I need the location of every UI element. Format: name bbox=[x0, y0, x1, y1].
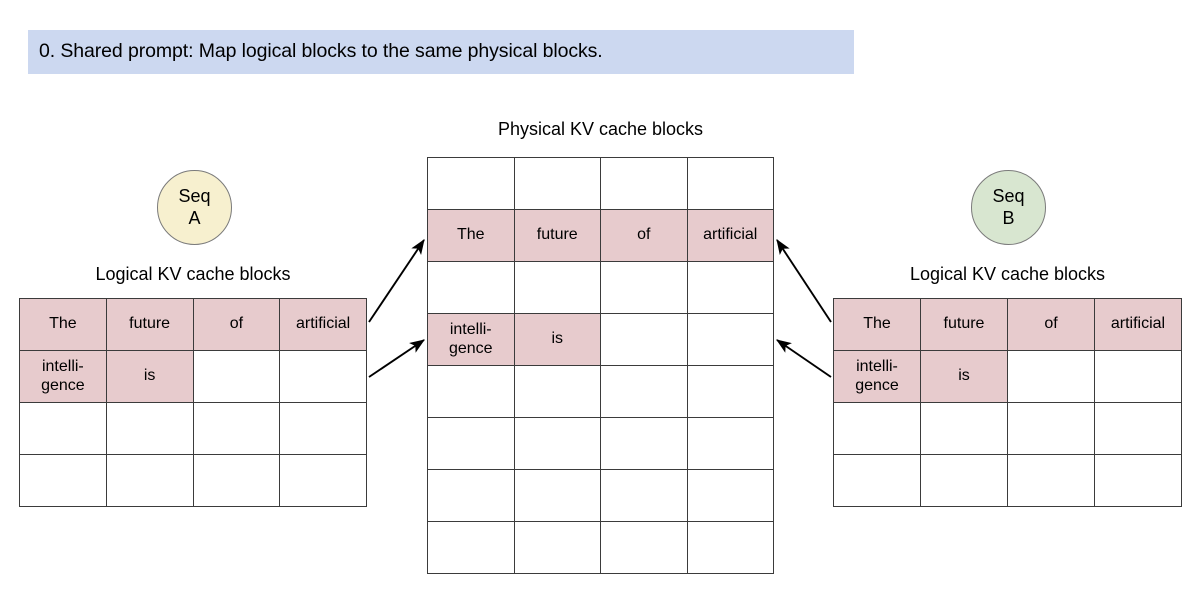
arrow-right-row2-to-physical-row4 bbox=[776, 339, 832, 378]
kv-block-cell bbox=[686, 417, 774, 470]
kv-block-cell bbox=[686, 157, 774, 210]
kv-block-cell: artificial bbox=[1094, 298, 1182, 351]
kv-block-cell bbox=[427, 521, 515, 574]
kv-block-cell bbox=[105, 402, 194, 455]
kv-block-cell bbox=[600, 313, 688, 366]
kv-block-cell: intelli-gence bbox=[833, 350, 921, 403]
table-row bbox=[833, 454, 1182, 507]
kv-block-cell: is bbox=[513, 313, 601, 366]
kv-block-cell bbox=[192, 454, 281, 507]
seq-b-badge: Seq B bbox=[971, 170, 1046, 245]
kv-block-cell bbox=[513, 261, 601, 314]
kv-block-cell: The bbox=[19, 298, 107, 351]
kv-block-cell bbox=[1007, 402, 1095, 455]
kv-block-cell bbox=[105, 454, 194, 507]
kv-block-cell: future bbox=[920, 298, 1008, 351]
kv-block-cell bbox=[1007, 454, 1095, 507]
kv-block-cell bbox=[600, 157, 688, 210]
kv-block-cell bbox=[192, 350, 281, 403]
table-row bbox=[833, 402, 1182, 455]
shared-prompt-banner: 0. Shared prompt: Map logical blocks to … bbox=[28, 30, 854, 74]
seq-a-label-line2: A bbox=[188, 207, 201, 228]
kv-block-cell bbox=[513, 157, 601, 210]
kv-block-cell bbox=[1094, 402, 1182, 455]
table-row bbox=[427, 521, 774, 574]
table-row bbox=[427, 417, 774, 470]
kv-block-cell bbox=[279, 454, 367, 507]
table-row bbox=[427, 365, 774, 418]
seq-a-badge: Seq A bbox=[157, 170, 232, 245]
kv-block-cell: artificial bbox=[279, 298, 367, 351]
kv-block-cell bbox=[427, 469, 515, 522]
kv-block-cell: The bbox=[427, 209, 515, 262]
kv-block-cell bbox=[427, 417, 515, 470]
kv-block-cell: future bbox=[513, 209, 601, 262]
seq-a-label-line1: Seq bbox=[178, 186, 211, 207]
kv-block-cell bbox=[686, 365, 774, 418]
logical-blocks-caption-left: Logical KV cache blocks bbox=[95, 264, 291, 284]
kv-block-cell bbox=[833, 402, 921, 455]
kv-block-cell: of bbox=[1007, 298, 1095, 351]
kv-block-cell: is bbox=[920, 350, 1008, 403]
kv-block-cell bbox=[279, 350, 367, 403]
seq-b-label-line2: B bbox=[1002, 207, 1015, 228]
arrow-left-row1-to-physical-row2 bbox=[368, 239, 425, 323]
kv-block-cell bbox=[427, 157, 515, 210]
kv-block-cell bbox=[686, 313, 774, 366]
table-row bbox=[19, 402, 367, 455]
kv-block-cell bbox=[686, 261, 774, 314]
kv-block-cell bbox=[600, 469, 688, 522]
kv-block-cell bbox=[600, 365, 688, 418]
kv-block-cell bbox=[192, 402, 281, 455]
kv-block-cell bbox=[19, 402, 107, 455]
kv-block-cell bbox=[513, 417, 601, 470]
kv-block-cell bbox=[920, 402, 1008, 455]
kv-block-cell bbox=[920, 454, 1008, 507]
kv-block-cell bbox=[279, 402, 367, 455]
kv-block-cell: intelli-gence bbox=[427, 313, 515, 366]
kv-block-cell: future bbox=[105, 298, 194, 351]
kv-block-cell bbox=[513, 521, 601, 574]
table-row bbox=[19, 454, 367, 507]
kv-block-cell bbox=[686, 521, 774, 574]
table-row bbox=[427, 157, 774, 210]
kv-block-cell: The bbox=[833, 298, 921, 351]
kv-block-cell bbox=[686, 469, 774, 522]
kv-block-cell bbox=[1094, 350, 1182, 403]
kv-block-cell bbox=[1007, 350, 1095, 403]
kv-block-cell bbox=[513, 365, 601, 418]
kv-block-cell: of bbox=[600, 209, 688, 262]
kv-block-cell bbox=[600, 261, 688, 314]
kv-block-cell: artificial bbox=[686, 209, 774, 262]
shared-prompt-text: 0. Shared prompt: Map logical blocks to … bbox=[39, 40, 603, 63]
kv-block-cell bbox=[1094, 454, 1182, 507]
kv-block-cell bbox=[19, 454, 107, 507]
kv-block-cell bbox=[513, 469, 601, 522]
kv-block-cell bbox=[427, 261, 515, 314]
kv-block-cell bbox=[600, 521, 688, 574]
logical-blocks-caption-right: Logical KV cache blocks bbox=[909, 264, 1106, 284]
seq-b-label-line1: Seq bbox=[992, 186, 1025, 207]
kv-block-cell: is bbox=[105, 350, 194, 403]
kv-block-cell: of bbox=[192, 298, 281, 351]
kv-block-cell: intelli-gence bbox=[19, 350, 107, 403]
table-row bbox=[427, 261, 774, 314]
table-row bbox=[427, 469, 774, 522]
kv-block-cell bbox=[427, 365, 515, 418]
kv-block-cell bbox=[833, 454, 921, 507]
physical-blocks-caption: Physical KV cache blocks bbox=[497, 119, 704, 139]
arrow-right-row1-to-physical-row2 bbox=[776, 239, 832, 323]
arrow-left-row2-to-physical-row4 bbox=[368, 339, 425, 378]
kv-block-cell bbox=[600, 417, 688, 470]
